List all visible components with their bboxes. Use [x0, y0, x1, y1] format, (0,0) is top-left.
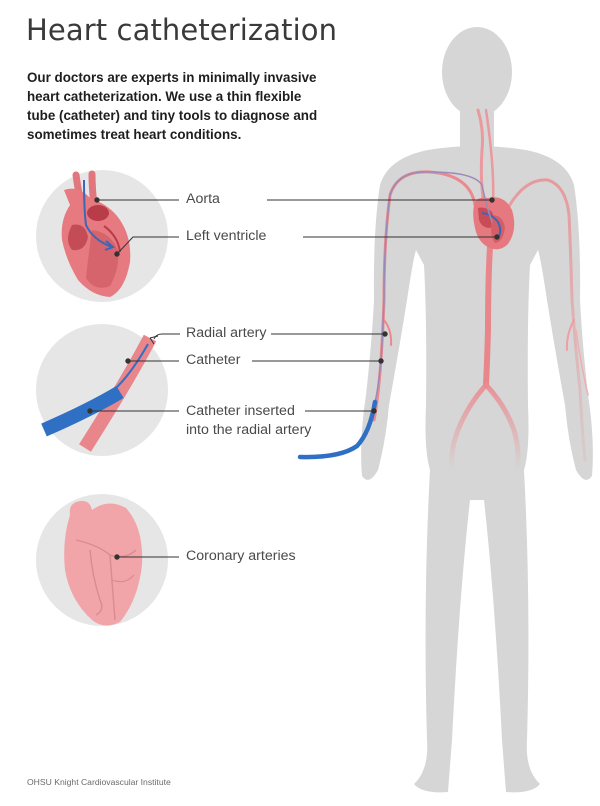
label-radial-artery: Radial artery [186, 325, 267, 341]
intro-paragraph: Our doctors are experts in minimally inv… [27, 68, 327, 144]
right-arm-branch [383, 319, 393, 346]
label-catheter-inserted-line2: into the radial artery [186, 422, 312, 438]
intro-line: Our doctors are experts in minimally inv… [27, 70, 317, 85]
label-left-ventricle: Left ventricle [186, 228, 267, 244]
leader-lines [87, 197, 500, 560]
label-catheter: Catheter [186, 352, 241, 368]
left-arm-branch [565, 319, 575, 351]
intro-line: tube (catheter) and tiny tools to diagno… [27, 108, 318, 123]
left-ventricle-leader-left [116, 236, 179, 255]
radial-artery-leader-left [153, 333, 180, 340]
body-silhouette [361, 27, 593, 793]
intro-line: sometimes treat heart conditions. [27, 127, 242, 142]
page-title: Heart catheterization [26, 13, 338, 47]
right-leg-artery [449, 382, 489, 473]
left-forearm-artery-b [575, 329, 589, 396]
credit-text: OHSU Knight Cardiovascular Institute [27, 777, 171, 787]
heart-cross-section [61, 170, 131, 297]
label-coronary-arteries: Coronary arteries [186, 548, 296, 564]
wrist-artery-detail [41, 334, 157, 452]
coronary-heart [64, 500, 143, 626]
carotid-artery-left [484, 108, 495, 207]
left-leg-artery [483, 382, 521, 473]
intro-line: heart catheterization. We use a thin fle… [27, 89, 302, 104]
label-catheter-inserted-line1: Catheter inserted [186, 403, 295, 419]
carotid-artery-right [476, 108, 486, 207]
left-arm-artery [506, 178, 587, 462]
aorta-descending [483, 229, 494, 388]
label-aorta: Aorta [186, 191, 220, 207]
